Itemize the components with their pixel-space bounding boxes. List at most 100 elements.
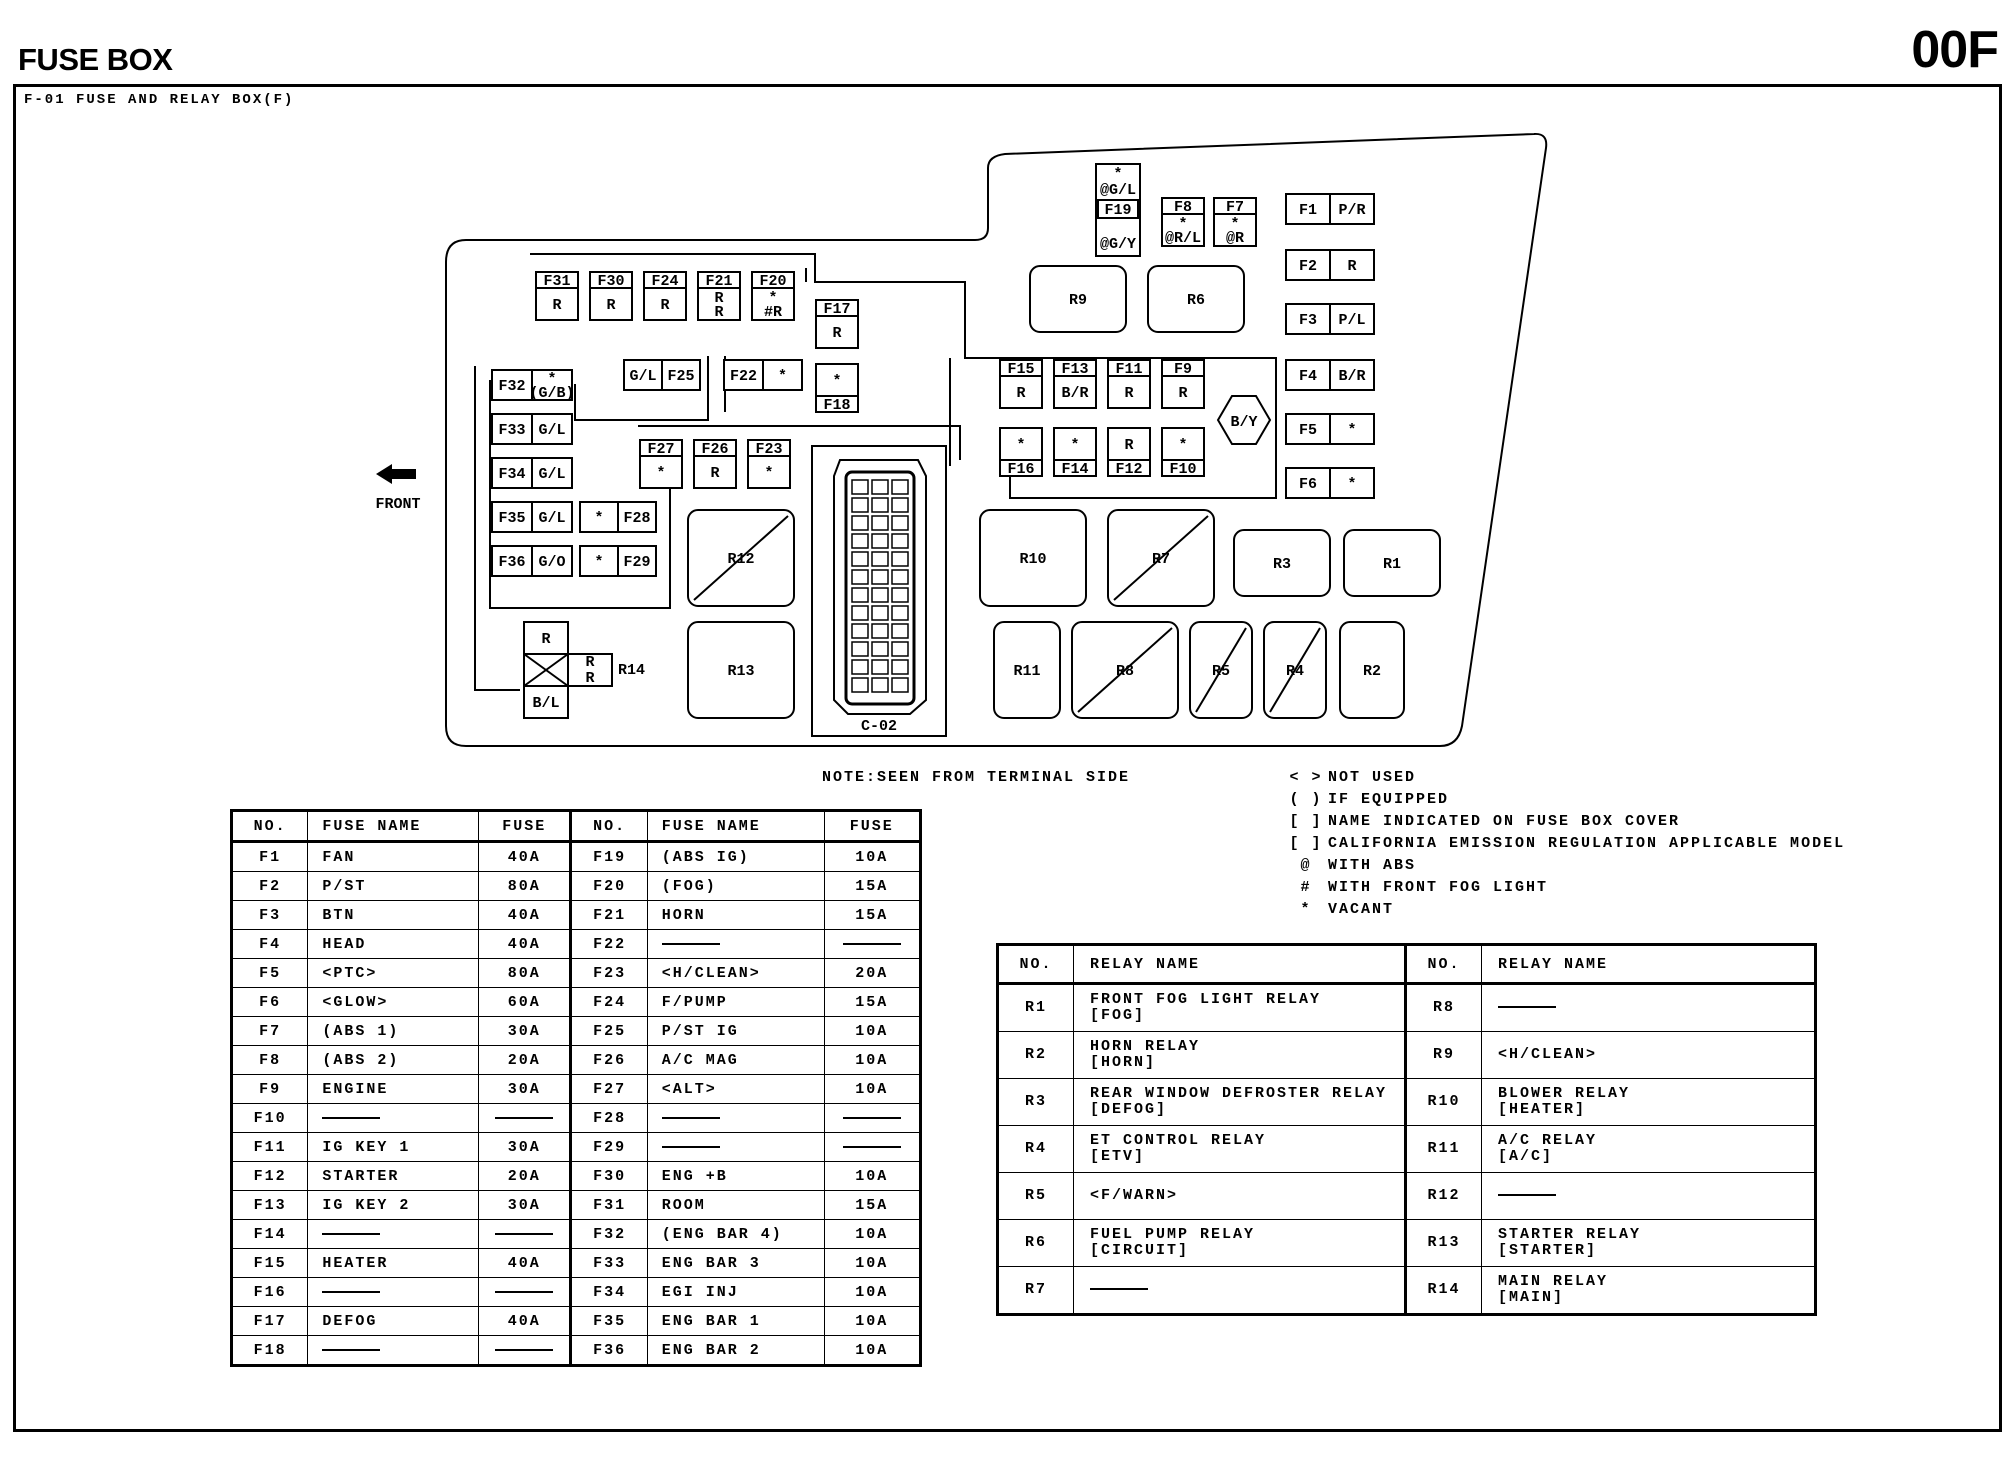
fuse-id: F14: [1061, 461, 1088, 478]
column-header: NO.: [997, 944, 1074, 985]
relay-number: R14: [1404, 1266, 1482, 1315]
fuse-body: [693, 455, 737, 489]
table-cell: P/ST IG: [646, 1016, 825, 1046]
table-cell: 10A: [823, 1219, 922, 1249]
fuse-id: F3: [1299, 312, 1317, 329]
fuse-id: F15: [1007, 361, 1034, 378]
fuse-body: [815, 315, 859, 349]
relay-name: STARTER RELAY[STARTER]: [1481, 1219, 1816, 1267]
fuse-body: [535, 287, 579, 321]
relay-id: R4: [1286, 663, 1304, 680]
table-cell: F16: [230, 1277, 309, 1307]
fuse-id: F21: [705, 273, 732, 290]
table-cell: F34: [569, 1277, 648, 1307]
relay-name-line: [1498, 1000, 1808, 1016]
fuse-id: F10: [1169, 461, 1196, 478]
legend-symbol: #: [1300, 879, 1312, 896]
table-cell: F1: [230, 841, 309, 872]
housing-channel: [530, 253, 1277, 499]
fuse-body: [697, 287, 741, 321]
fuse-id: F31: [543, 273, 570, 290]
fuse-wire-color: B/R: [1338, 368, 1365, 385]
fuse-wire-color: R: [1178, 385, 1187, 402]
relay-name-line: BLOWER RELAY: [1498, 1085, 1631, 1102]
legend-text: CALIFORNIA EMISSION REGULATION APPLICABL…: [1328, 835, 1846, 852]
fuse-id: F25: [667, 368, 694, 385]
fuse-slot: F8*@R/L: [1161, 197, 1205, 247]
fuse-wire-color: @R: [1226, 230, 1244, 247]
table-cell: F35: [569, 1306, 648, 1336]
table-cell: F21: [569, 900, 648, 930]
fuse-id: F8: [1174, 199, 1192, 216]
fuse-id: F28: [623, 510, 650, 527]
relay-cover-name: [HORN]: [1090, 1054, 1157, 1071]
table-cell: [646, 1132, 825, 1162]
table-cell: [478, 1219, 572, 1249]
fuse-wire-color: *: [1016, 437, 1025, 454]
relay-number: R1: [997, 983, 1074, 1032]
relay-slot: R4: [1263, 621, 1327, 719]
table-cell: F17: [230, 1306, 309, 1336]
table-cell: 10A: [823, 841, 922, 872]
fuse-wire-color: @G/Y: [1100, 236, 1136, 253]
relay-name: FRONT FOG LIGHT RELAY[FOG]: [1073, 983, 1406, 1032]
table-cell: 15A: [823, 871, 922, 901]
fuse-wire-color: #R: [764, 304, 782, 321]
relay-cover-name: [MAIN]: [1498, 1289, 1565, 1306]
table-cell: F20: [569, 871, 648, 901]
legend-symbol: *: [1300, 901, 1312, 918]
legend-symbol: < >: [1289, 769, 1323, 786]
relay-name-line: [1090, 1282, 1398, 1298]
fuse-id: F27: [647, 441, 674, 458]
table-cell: (ENG BAR 4): [646, 1219, 825, 1249]
column-header: FUSE: [478, 810, 572, 843]
table-cell: F10: [230, 1103, 309, 1133]
relay-name-line: MAIN RELAY: [1498, 1273, 1609, 1290]
housing-outline: [445, 132, 1548, 747]
table-cell: 60A: [478, 987, 572, 1017]
fuse-wire-color: (G/B): [529, 385, 574, 402]
table-cell: A/C MAG: [646, 1045, 825, 1075]
table-cell: (ABS IG): [646, 841, 825, 872]
table-cell: 10A: [823, 1161, 922, 1191]
empty-dash: [322, 1116, 381, 1119]
fuse-id: F36: [498, 554, 525, 571]
table-cell: DEFOG: [307, 1306, 480, 1336]
diagram-frame: [13, 84, 2002, 1432]
legend-symbol: [ ]: [1289, 835, 1323, 852]
fuse-wire-color: R: [660, 297, 669, 314]
table-cell: 10A: [823, 1074, 922, 1104]
fuse-slot: F32*(G/B): [491, 369, 575, 402]
table-cell: STARTER: [307, 1161, 480, 1191]
table-cell: ENG BAR 2: [646, 1335, 825, 1366]
relay-id: R9: [1069, 292, 1087, 309]
legend-text: WITH ABS: [1328, 857, 1417, 874]
fuse-wire-color: @G/L: [1100, 182, 1136, 199]
table-cell: F26: [569, 1045, 648, 1075]
table-cell: (FOG): [646, 871, 825, 901]
fuse-id: F9: [1174, 361, 1192, 378]
relay-id: R14: [618, 662, 645, 679]
table-cell: 15A: [823, 987, 922, 1017]
fuse-wire-color: *: [594, 510, 603, 527]
fuse-id: F23: [755, 441, 782, 458]
table-cell: IG KEY 2: [307, 1190, 480, 1220]
table-cell: <ALT>: [646, 1074, 825, 1104]
empty-dash: [1498, 1194, 1556, 1197]
legend-symbol: [ ]: [1289, 813, 1323, 830]
fuse-body: [1161, 427, 1205, 461]
fuse-slot: F23*: [747, 439, 791, 489]
fuse-body: [643, 287, 687, 321]
